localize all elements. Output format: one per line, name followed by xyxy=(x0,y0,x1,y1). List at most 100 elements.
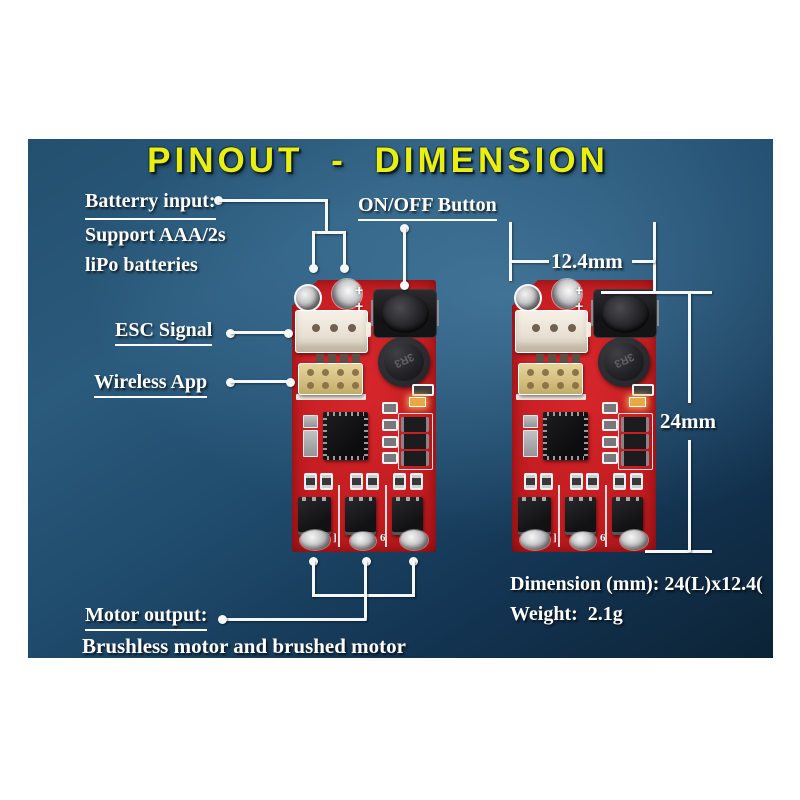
passive-component xyxy=(632,384,654,396)
connector-hole xyxy=(527,382,534,389)
blue-panel: PINOUT - DIMENSION Batterry input: Suppo… xyxy=(28,139,773,658)
width-dimension-extension-line xyxy=(653,222,656,292)
height-dimension-line xyxy=(688,440,691,552)
motor-solder-pad xyxy=(520,530,550,550)
connector-hole xyxy=(557,382,564,389)
connector-hole xyxy=(352,369,359,376)
width-dimension-label: 12.4mm xyxy=(551,249,623,273)
inductor-marking: 3R3 xyxy=(612,350,636,370)
mosfet xyxy=(345,497,376,535)
height-dimension-label: 24mm xyxy=(660,409,716,433)
on-off-label: ON/OFF Button xyxy=(358,193,497,221)
silkscreen-line xyxy=(338,485,340,547)
motor-desc: Brushless motor and brushed motor xyxy=(82,634,406,658)
gate-resistor xyxy=(304,473,317,490)
sot-transistor xyxy=(621,417,649,432)
capacitor xyxy=(523,430,538,457)
motor-solder-pad xyxy=(400,530,428,550)
motor-leader-line xyxy=(312,594,415,597)
on-off-leader-dot xyxy=(400,281,409,290)
height-dimension-extension-line xyxy=(645,550,712,553)
on-off-push-button-cap xyxy=(381,294,429,333)
passive-component xyxy=(602,419,618,431)
sot-transistor xyxy=(621,451,649,466)
gate-resistor xyxy=(540,473,553,490)
connector-hole xyxy=(557,369,564,376)
dimension-spec-text: Dimension (mm): 24(L)x12.4( xyxy=(510,573,763,595)
battery-desc-1: Support AAA/2s xyxy=(85,224,226,246)
silkscreen-frame xyxy=(618,413,653,470)
battery-leader-line xyxy=(218,199,328,202)
battery-leader-dot xyxy=(309,264,318,273)
inductor-marking: 3R3 xyxy=(392,350,416,370)
gate-resistor xyxy=(586,473,599,490)
mosfet xyxy=(518,497,551,535)
motor-solder-pad xyxy=(570,532,596,550)
connector-hole xyxy=(542,369,549,376)
connector-hole xyxy=(337,382,344,389)
connector-hole xyxy=(352,382,359,389)
weight-spec-text: Weight: 2.1g xyxy=(510,603,623,625)
gate-resistor xyxy=(350,473,363,490)
passive-component xyxy=(412,384,434,396)
connector-hole xyxy=(527,369,534,376)
battery-leader-line xyxy=(312,231,346,234)
on-off-leader-line xyxy=(403,228,406,285)
mosfet xyxy=(612,497,643,535)
gate-resistor xyxy=(320,473,333,490)
connector-pin xyxy=(330,324,338,332)
button-clip xyxy=(434,300,439,326)
battery-solder-pad-2 xyxy=(552,279,582,309)
battery-solder-pad-1 xyxy=(294,284,322,312)
connector-pin-stub xyxy=(352,354,360,363)
silkscreen-glyph: ] xyxy=(553,532,557,544)
wireless-label: Wireless App xyxy=(94,370,208,398)
silkscreen-line xyxy=(558,485,560,547)
width-dimension-line xyxy=(632,260,655,263)
passive-component xyxy=(602,436,618,448)
connector-hole xyxy=(337,369,344,376)
pcb-photo-right: + + 3R3 xyxy=(512,279,659,554)
silkscreen-frame xyxy=(398,413,433,470)
sot-transistor xyxy=(401,451,429,466)
plus-silkscreen-mark: + xyxy=(575,298,584,314)
passive-component xyxy=(382,452,398,464)
connector-pin-stub xyxy=(328,354,336,363)
gate-resistor xyxy=(366,473,379,490)
connector-pin-stub xyxy=(316,354,324,363)
wireless-leader-line xyxy=(230,380,290,383)
width-dimension-line xyxy=(511,260,549,263)
connector-pin xyxy=(312,324,320,332)
connector-latch xyxy=(366,322,371,337)
battery-callout: Batterry input: Support AAA/2s liPo batt… xyxy=(85,186,226,280)
gate-resistor xyxy=(410,473,423,490)
connector-pin xyxy=(348,324,356,332)
motor-leader-dot xyxy=(218,615,227,624)
motor-leader-line xyxy=(364,561,367,621)
connector-hole xyxy=(307,382,314,389)
wireless-app-connector xyxy=(298,363,363,395)
motor-leader-line xyxy=(312,561,315,597)
battery-leader-line xyxy=(343,231,346,268)
motor-solder-pad xyxy=(620,530,648,550)
connector-hole xyxy=(542,382,549,389)
wireless-app-connector xyxy=(518,363,583,395)
gate-resistor xyxy=(524,473,537,490)
silkscreen-glyph: ] xyxy=(333,532,337,544)
power-inductor: 3R3 xyxy=(378,337,430,387)
passive-component xyxy=(382,419,398,431)
connector-pin-stub xyxy=(536,354,544,363)
page-title: PINOUT - DIMENSION xyxy=(147,141,609,180)
connector-hole xyxy=(572,382,579,389)
silkscreen-line xyxy=(605,485,607,547)
height-dimension-extension-line xyxy=(601,291,712,294)
connector-pin-stub xyxy=(340,354,348,363)
motor-leader-line xyxy=(412,561,415,597)
gate-resistor xyxy=(393,473,406,490)
connector-pin-stub xyxy=(560,354,568,363)
capacitor xyxy=(303,415,318,428)
pcb-photo-left: + + 3R3 xyxy=(292,279,439,554)
wireless-leader-dot xyxy=(286,378,295,387)
esc-signal-connector xyxy=(515,310,588,353)
